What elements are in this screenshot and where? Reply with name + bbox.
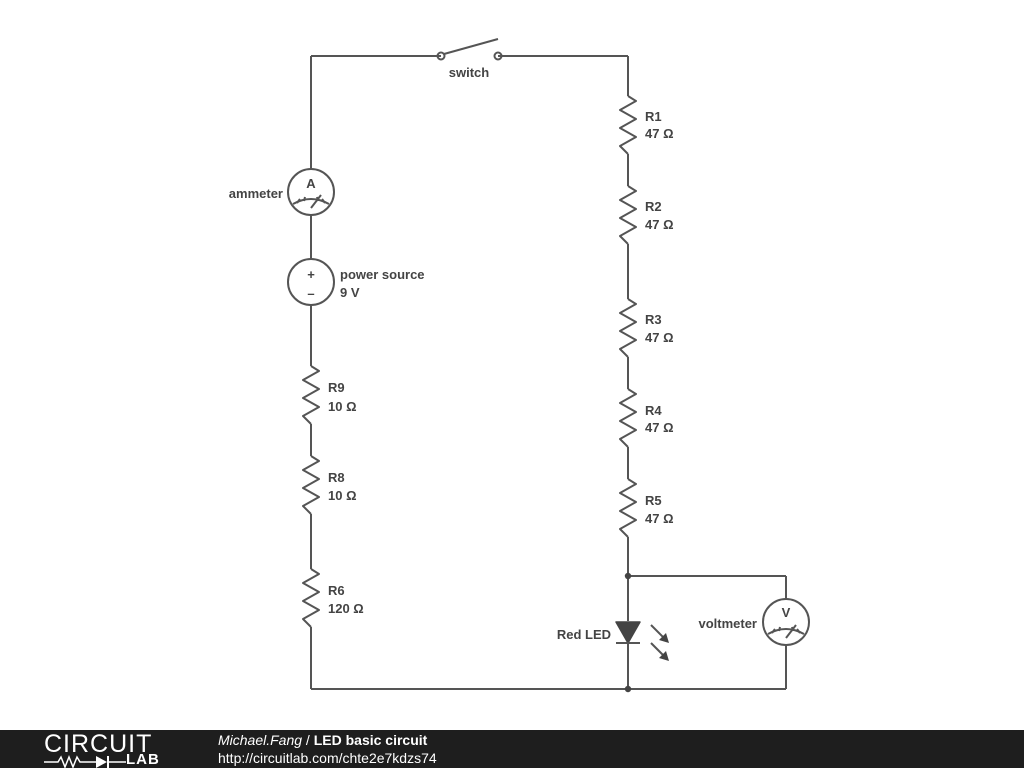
resistor-name: R2	[645, 199, 662, 214]
resistor-value: 47 Ω	[645, 511, 674, 526]
plus-sign: +	[307, 267, 315, 282]
junction-dot	[624, 685, 632, 693]
title-separator: /	[302, 732, 314, 748]
power-source: + – power source 9 V	[287, 258, 425, 306]
resistor-name: R3	[645, 312, 662, 327]
resistor-r2: R2 47 Ω	[619, 185, 674, 245]
wires	[310, 55, 787, 690]
resistor-value: 10 Ω	[328, 399, 357, 414]
resistor-r9: R9 10 Ω	[302, 365, 357, 425]
author-link[interactable]: Michael.Fang	[218, 732, 303, 748]
voltmeter-symbol: V	[782, 605, 791, 620]
resistor-r6: R6 120 Ω	[302, 568, 364, 628]
resistor-r3: R3 47 Ω	[619, 298, 674, 358]
voltmeter: V voltmeter	[698, 598, 810, 646]
schematic-url[interactable]: http://circuitlab.com/chte2e7kdzs74	[218, 750, 437, 766]
resistor-name: R9	[328, 380, 345, 395]
logo-text-top: CIRCUIT	[44, 730, 153, 758]
resistor-value: 47 Ω	[645, 217, 674, 232]
resistor-value: 47 Ω	[645, 420, 674, 435]
resistor-r4: R4 47 Ω	[619, 388, 674, 448]
circuitlab-logo[interactable]: CIRCUIT LAB	[44, 730, 184, 769]
red-led: Red LED	[557, 621, 669, 661]
led-label: Red LED	[557, 627, 611, 642]
power-source-label: power source	[340, 267, 425, 282]
ammeter-label: ammeter	[229, 186, 283, 201]
minus-sign: –	[307, 286, 314, 301]
circuit-schematic: switch A ammeter + – power source 9 V R1…	[229, 38, 810, 693]
resistor-value: 47 Ω	[645, 330, 674, 345]
resistor-name: R5	[645, 493, 662, 508]
resistor-value: 10 Ω	[328, 488, 357, 503]
light-emission-arrows-icon	[650, 624, 669, 661]
resistor-value: 120 Ω	[328, 601, 364, 616]
logo-text-bottom: LAB	[126, 751, 160, 768]
resistor-r8: R8 10 Ω	[302, 455, 357, 515]
resistor-value: 47 Ω	[645, 126, 674, 141]
schematic-title-line: Michael.Fang / LED basic circuit	[218, 732, 427, 748]
ammeter: A ammeter	[229, 168, 335, 216]
switch-label: switch	[449, 65, 490, 80]
resistor-name: R4	[645, 403, 662, 418]
footer-bar: CIRCUIT LAB Michael.Fang / LED basic cir…	[0, 730, 1024, 769]
schematic-title[interactable]: LED basic circuit	[313, 732, 428, 748]
resistor-name: R6	[328, 583, 345, 598]
power-source-value: 9 V	[340, 285, 360, 300]
junction-dot	[624, 572, 632, 580]
resistor-r5: R5 47 Ω	[619, 478, 674, 538]
ammeter-symbol: A	[306, 176, 316, 191]
resistor-name: R8	[328, 470, 345, 485]
resistor-name: R1	[645, 109, 662, 124]
voltmeter-label: voltmeter	[698, 616, 757, 631]
resistor-diode-logo-icon	[44, 755, 126, 769]
resistor-r1: R1 47 Ω	[619, 95, 674, 155]
switch: switch	[436, 38, 503, 80]
